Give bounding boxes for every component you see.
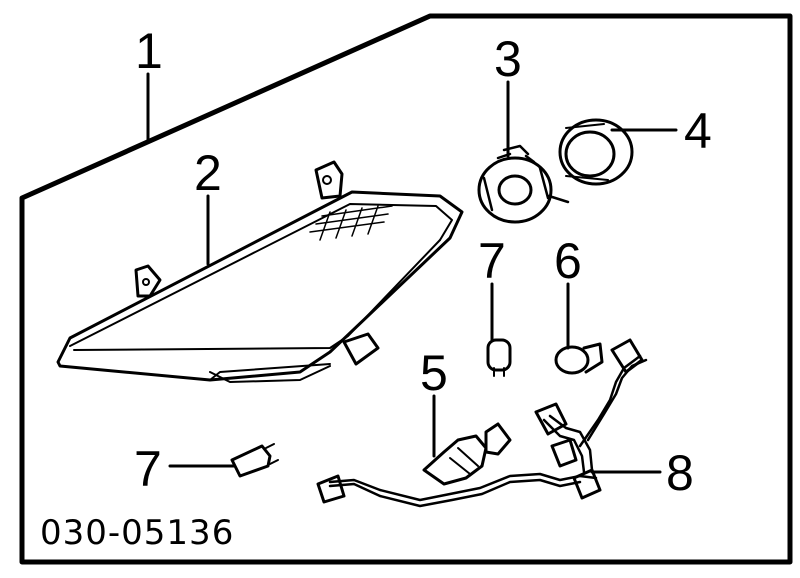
lamp-cap <box>558 118 634 186</box>
socket-ring <box>477 144 570 224</box>
side-bulb <box>554 342 604 375</box>
callout-4: 4 <box>684 103 712 159</box>
wedge-bulb-upper <box>486 338 512 377</box>
callout-8: 8 <box>666 445 694 501</box>
callout-5: 5 <box>420 345 448 401</box>
callout-1: 1 <box>135 23 163 79</box>
assembly-frame <box>19 13 793 565</box>
callout-7-lower: 7 <box>134 441 162 497</box>
callout-6: 6 <box>554 233 582 289</box>
callout-2: 2 <box>194 145 222 201</box>
headlamp-bulb <box>422 422 512 486</box>
diagram-code: 030-05136 <box>40 513 234 553</box>
callout-3: 3 <box>494 31 522 87</box>
wiring-harness <box>316 338 648 508</box>
wedge-bulb-lower <box>230 443 279 478</box>
headlamp-housing <box>56 160 464 383</box>
leader-lines <box>146 72 678 474</box>
callout-7-upper: 7 <box>478 233 506 289</box>
